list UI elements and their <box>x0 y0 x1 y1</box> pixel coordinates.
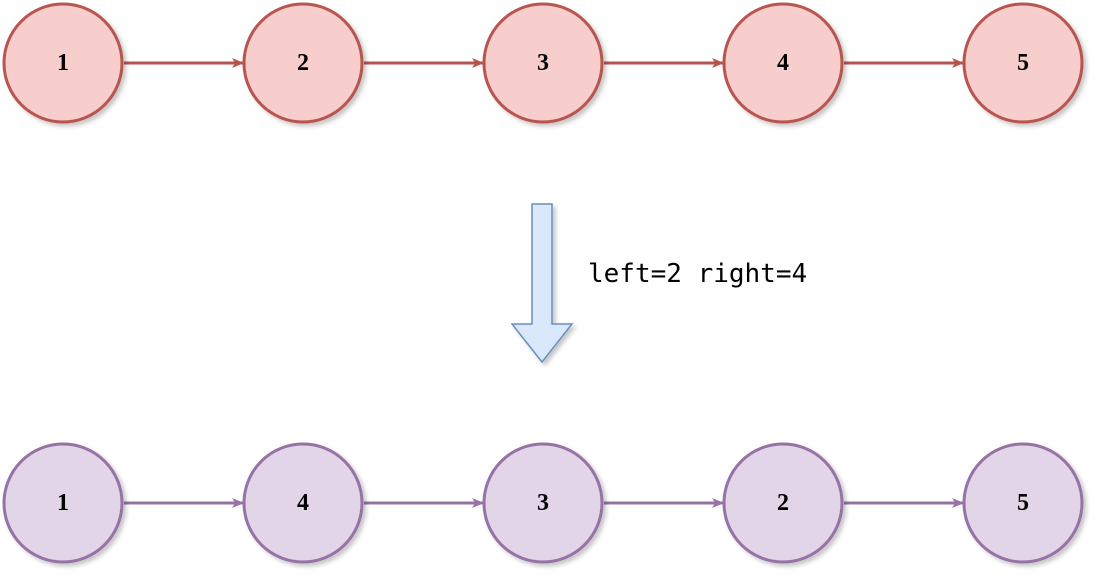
reversed-node: 4 <box>242 442 364 564</box>
reversed-linked-list: 1 4 3 2 5 <box>2 442 1084 564</box>
reversed-node-value: 1 <box>57 490 69 516</box>
reversed-node: 1 <box>2 442 124 564</box>
reversed-node: 3 <box>482 442 604 564</box>
reversed-node-value: 2 <box>777 490 789 516</box>
original-linked-list: 1 2 3 4 5 <box>2 2 1084 124</box>
reversed-node: 2 <box>722 442 844 564</box>
original-node-value: 3 <box>537 50 549 76</box>
original-node-value: 1 <box>57 50 69 76</box>
original-node-circle <box>242 2 364 124</box>
original-node: 2 <box>242 2 364 124</box>
transform-step: left=2 right=4 <box>510 203 807 364</box>
original-node-value: 4 <box>777 50 789 76</box>
original-node: 1 <box>2 2 124 124</box>
reversed-node-circle <box>242 442 364 564</box>
original-node-value: 5 <box>1017 50 1029 76</box>
reversed-node-value: 3 <box>537 490 549 516</box>
original-node-circle <box>2 2 124 124</box>
reversed-node-value: 5 <box>1017 490 1029 516</box>
original-node-value: 2 <box>297 50 309 76</box>
original-node-circle <box>962 2 1084 124</box>
reversed-node-value: 4 <box>297 490 309 516</box>
down-arrow-icon <box>510 203 574 364</box>
reversed-node-circle <box>482 442 604 564</box>
reversed-node-circle <box>722 442 844 564</box>
reversed-node-circle <box>2 442 124 564</box>
original-node-circle <box>482 2 604 124</box>
original-node: 3 <box>482 2 604 124</box>
reversed-node-circle <box>962 442 1084 564</box>
original-node: 5 <box>962 2 1084 124</box>
reversed-node: 5 <box>962 442 1084 564</box>
original-node: 4 <box>722 2 844 124</box>
original-node-circle <box>722 2 844 124</box>
transform-caption: left=2 right=4 <box>588 259 807 289</box>
